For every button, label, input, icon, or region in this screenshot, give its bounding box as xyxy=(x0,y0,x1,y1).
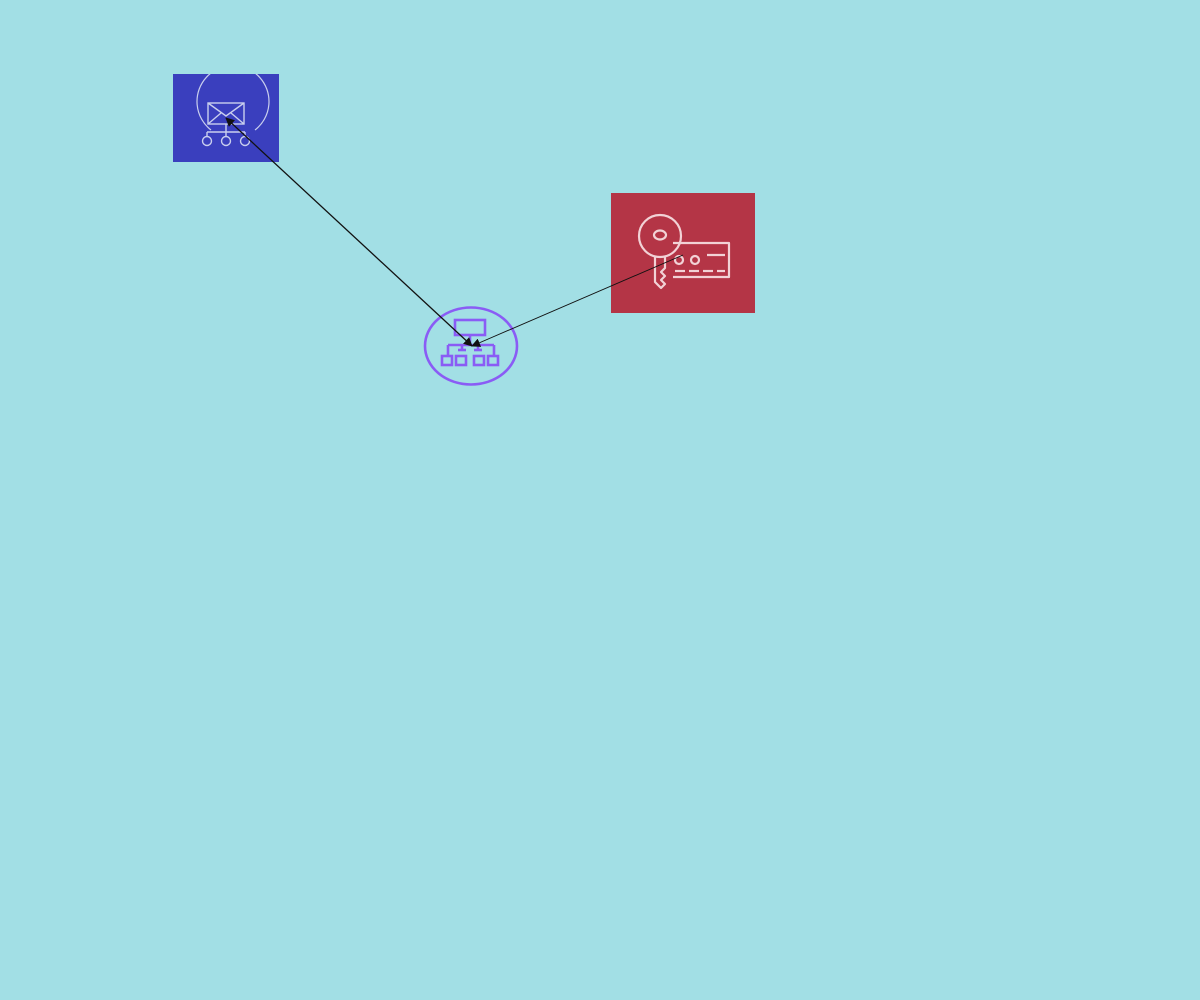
notification-topic-icon xyxy=(173,74,279,162)
organization-hierarchy-icon xyxy=(423,306,519,386)
messaging-node-background xyxy=(173,74,279,162)
credentials-node-background xyxy=(611,193,755,313)
key-card-icon xyxy=(611,193,755,313)
credentials-node[interactable] xyxy=(611,193,755,313)
hierarchy-node[interactable] xyxy=(422,305,520,387)
messaging-node[interactable] xyxy=(173,74,279,162)
